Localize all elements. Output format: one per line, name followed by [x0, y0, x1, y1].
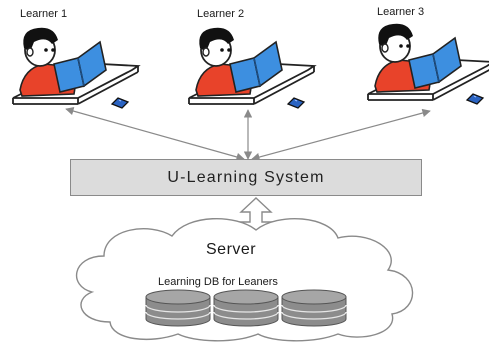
- learner-2-illustration: [188, 26, 315, 109]
- learner-1-label: Learner 1: [20, 8, 68, 20]
- learner-2-label: Learner 2: [197, 8, 245, 20]
- learning-db-label: Learning DB for Leaners: [158, 276, 278, 288]
- learner-3-label: Learner 3: [377, 6, 425, 18]
- db-cylinder-3: [281, 289, 347, 327]
- db-cylinder-2: [213, 289, 279, 327]
- u-learning-system-box: U-Learning System: [70, 159, 422, 196]
- db-cylinder-1: [145, 289, 211, 327]
- arrow-system-learner-3: [251, 108, 431, 162]
- arrow-system-learner-1: [65, 107, 245, 161]
- learner-1-illustration: [12, 26, 139, 109]
- learner-3-illustration: [367, 22, 489, 105]
- server-label: Server: [206, 241, 257, 258]
- u-learning-system-label: U-Learning System: [167, 168, 325, 186]
